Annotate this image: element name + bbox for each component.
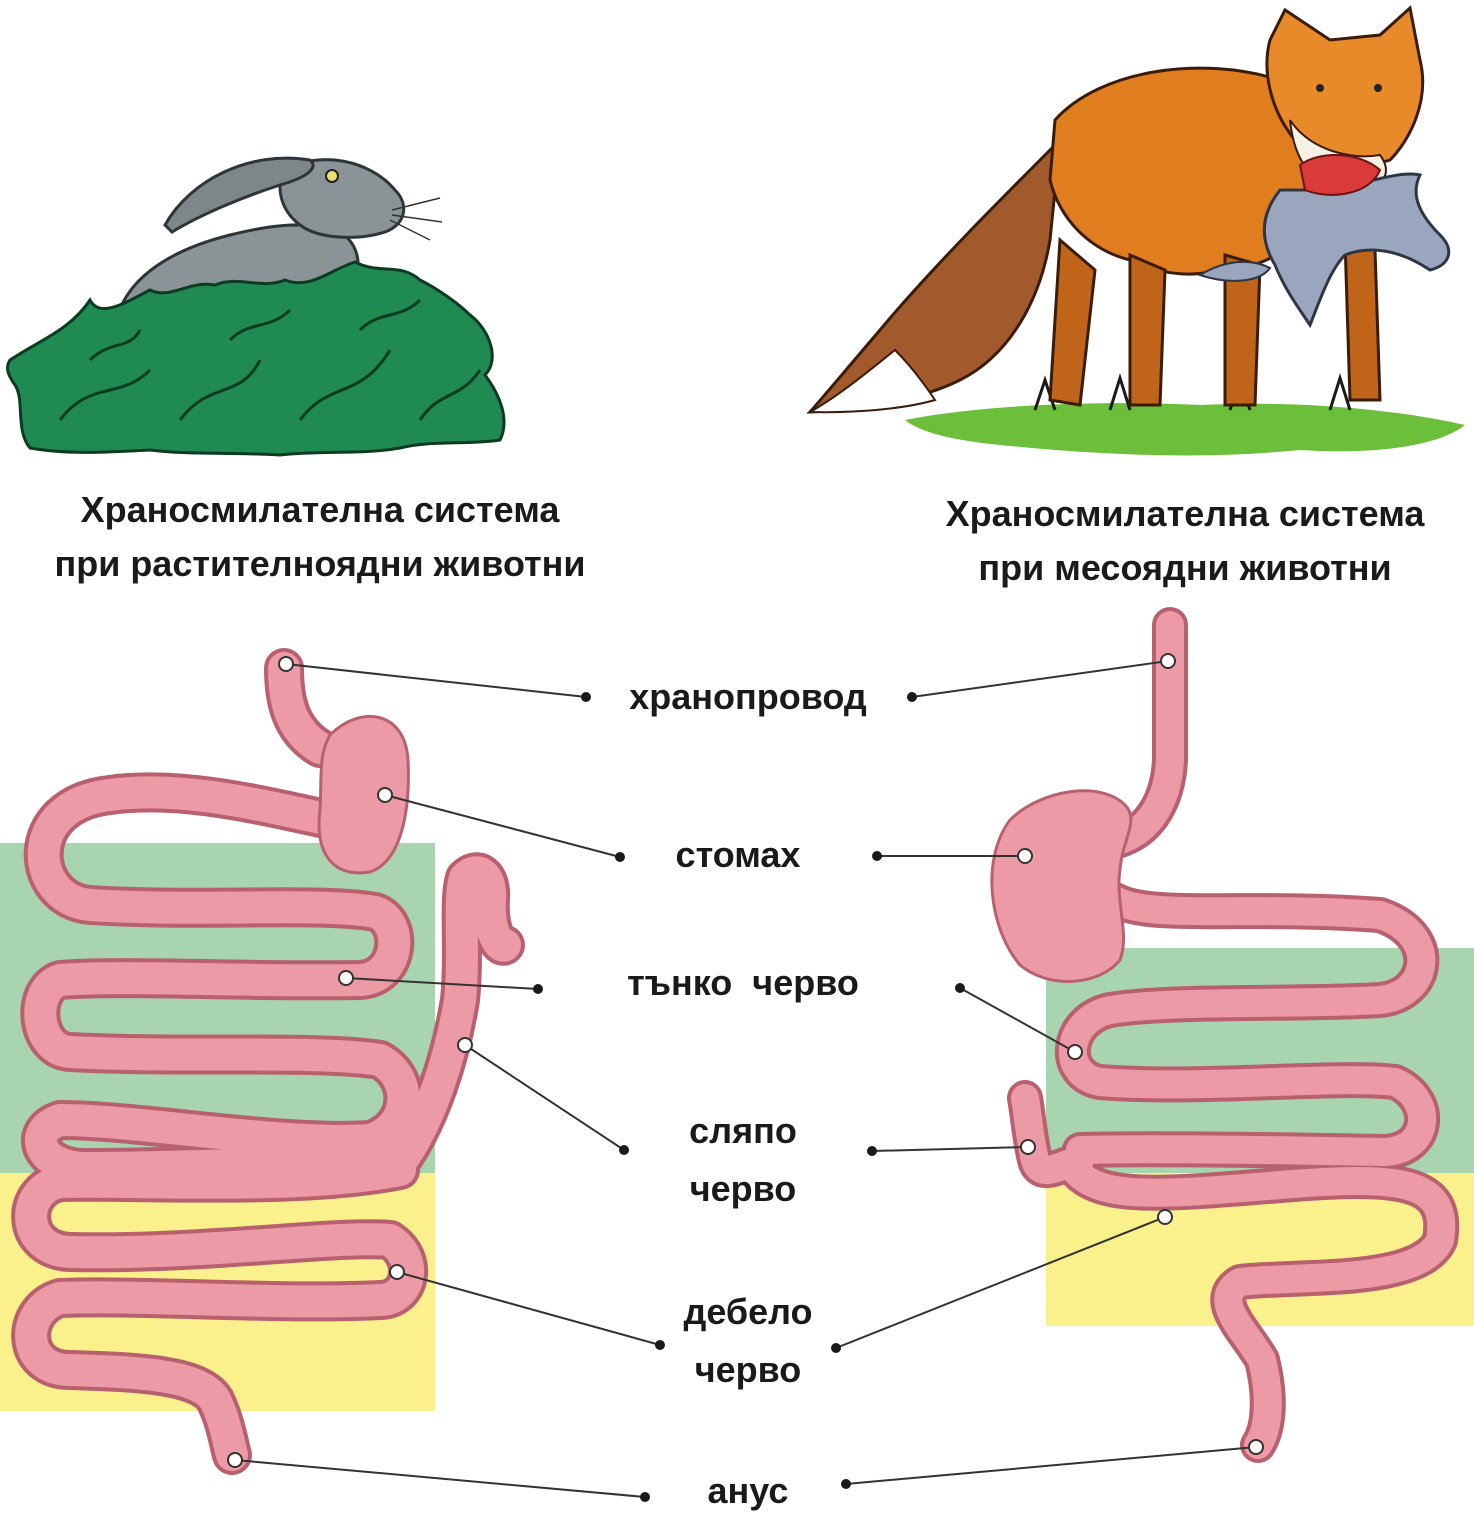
herbivore-caption: Храносмилателна система при растителнояд… — [0, 483, 640, 591]
carnivore-caption-line1: Храносмилателна система — [945, 493, 1425, 534]
carnivore-digestive-tract — [990, 607, 1460, 1463]
label-large-intestine-line1: дебело — [683, 1291, 813, 1332]
label-cecum-line1: сляпо — [689, 1110, 797, 1151]
fox-carrying-hare-icon — [806, 5, 1465, 456]
carnivore-stomach — [990, 789, 1133, 983]
label-anus: анус — [707, 1470, 789, 1511]
label-esophagus: хранопровод — [629, 676, 867, 717]
herbivore-caption-line1: Храносмилателна система — [80, 489, 560, 530]
herbivore-digestive-tract — [11, 648, 525, 1475]
label-stomach: стомах — [675, 834, 801, 875]
herbivore-caption-line2: при растителноядни животни — [54, 543, 586, 584]
label-large-intestine: дебело черво — [648, 1283, 848, 1399]
label-small-intestine: тънко черво — [627, 962, 859, 1003]
herbivore-stomach — [317, 714, 410, 875]
hare-in-grass-icon — [6, 156, 506, 457]
carnivore-caption: Храносмилателна система при месоядни жив… — [895, 487, 1474, 595]
label-large-intestine-line2: черво — [694, 1349, 802, 1390]
label-cecum: сляпо черво — [643, 1102, 843, 1218]
leader-endpoints — [227, 653, 1264, 1502]
label-cecum-line2: черво — [689, 1168, 797, 1209]
leader-lines — [234, 660, 1257, 1498]
carnivore-caption-line2: при месоядни животни — [978, 547, 1392, 588]
